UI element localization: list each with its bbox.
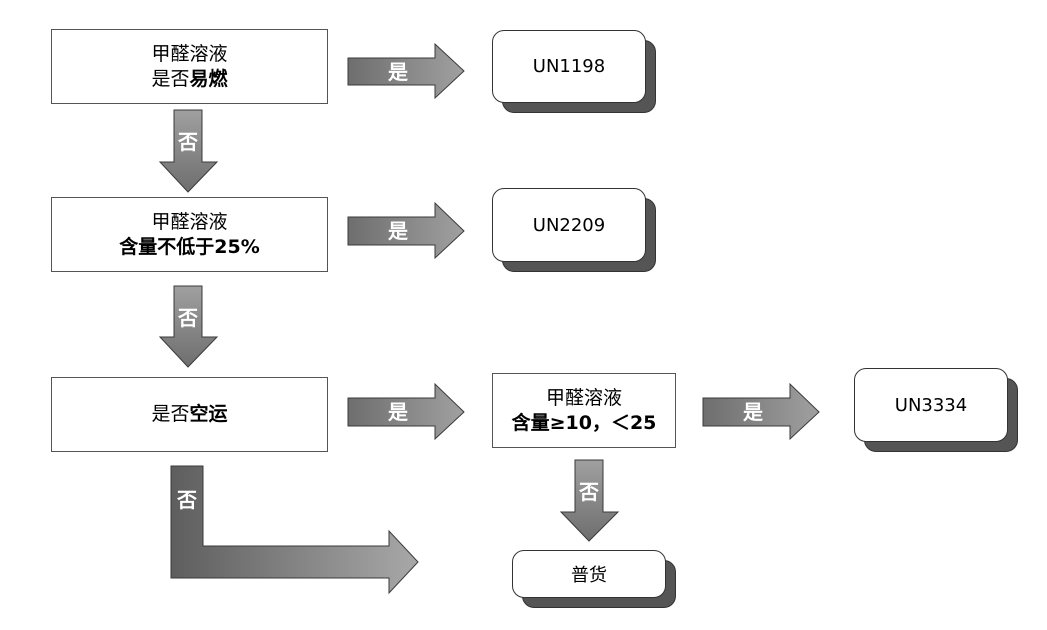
- no-label-2: 否: [178, 306, 198, 330]
- decision-flammable: 甲醛溶液 是否易燃: [51, 29, 328, 104]
- result-un2209: UN2209: [492, 188, 656, 272]
- no-arrow-1: [158, 109, 219, 193]
- no-label-1: 否: [178, 130, 198, 154]
- yes-arrow-3: [347, 382, 465, 441]
- decision-concentration-25: 甲醛溶液 含量不低于25%: [51, 197, 328, 272]
- decision-concentration-10-25-line2: 含量≥10，＜25: [511, 411, 657, 434]
- result-un1198: UN1198: [492, 30, 656, 113]
- decision-air-transport: 是否空运: [51, 377, 328, 452]
- decision-flammable-line2: 是否易燃: [151, 67, 227, 92]
- decision-concentration-10-25-line1: 甲醛溶液: [545, 386, 622, 409]
- no-label-4: 否: [579, 480, 599, 504]
- decision-flammable-prefix: 是否: [151, 67, 190, 90]
- yes-label-3: 是: [388, 400, 408, 424]
- result-un3334-label: UN3334: [854, 368, 1008, 442]
- result-general-cargo-label: 普货: [512, 550, 666, 598]
- decision-concentration-25-line1: 甲醛溶液: [151, 210, 228, 233]
- yes-arrow-1: [347, 42, 465, 100]
- yes-label-1: 是: [388, 60, 408, 84]
- decision-flammable-line1: 甲醛溶液: [151, 42, 228, 65]
- decision-air-transport-prefix: 是否: [151, 403, 190, 425]
- result-un3334: UN3334: [854, 368, 1018, 452]
- yes-arrow-2: [347, 201, 465, 260]
- result-un2209-label: UN2209: [492, 188, 646, 262]
- yes-label-4: 是: [743, 400, 763, 424]
- result-un1198-label: UN1198: [492, 30, 646, 103]
- decision-concentration-10-25: 甲醛溶液 含量≥10，＜25: [492, 373, 676, 448]
- decision-air-transport-line: 是否空运: [151, 402, 227, 427]
- no-arrow-3-bent: [170, 465, 419, 595]
- no-arrow-4: [559, 459, 620, 542]
- decision-concentration-25-line2: 含量不低于25%: [119, 235, 260, 258]
- yes-label-2: 是: [388, 219, 408, 243]
- no-label-3: 否: [177, 488, 197, 512]
- no-arrow-2: [158, 285, 219, 368]
- decision-flammable-keyword: 易燃: [189, 67, 228, 90]
- decision-air-transport-keyword: 空运: [189, 403, 228, 425]
- yes-arrow-4: [702, 382, 820, 441]
- result-general-cargo: 普货: [512, 550, 676, 608]
